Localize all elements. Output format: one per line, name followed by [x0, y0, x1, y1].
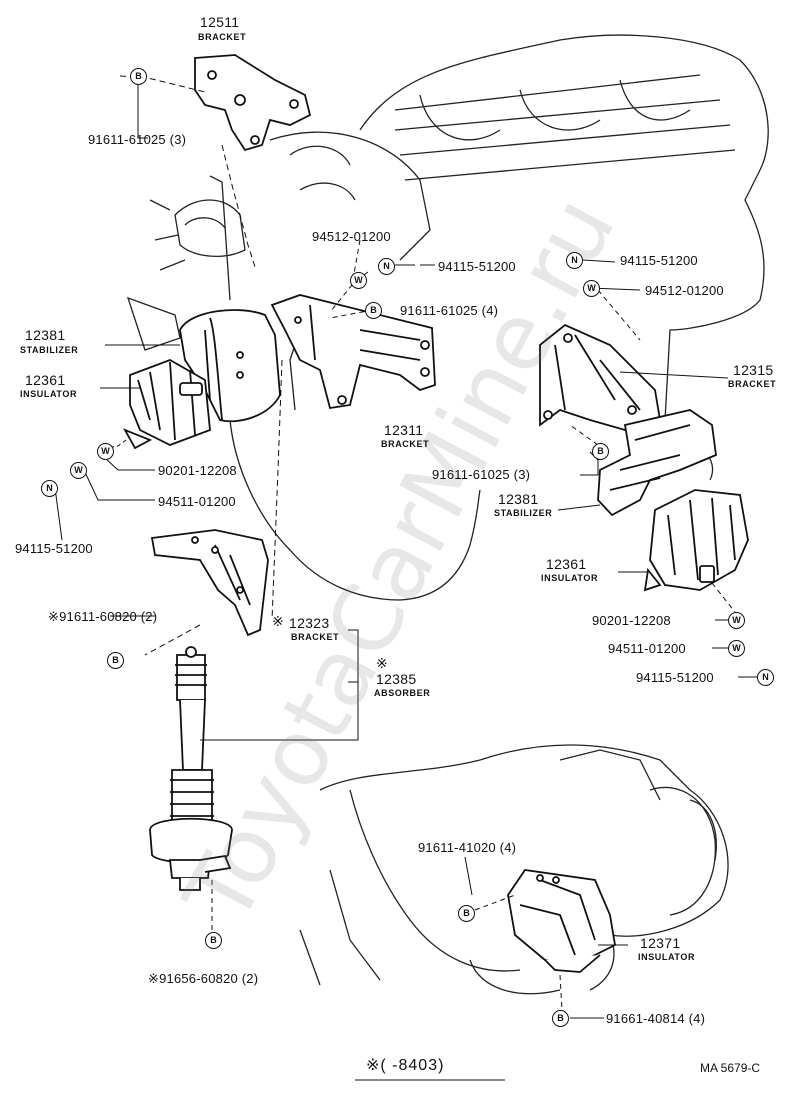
nut-tag-n: N: [566, 252, 583, 269]
part-91611-60820-2: ※91611-60820 (2): [48, 609, 158, 624]
part-91611-61025-4: 91611-61025 (4): [400, 303, 499, 318]
washer-tag-w: W: [728, 612, 745, 629]
insulator-12371-shape: [507, 869, 616, 973]
part-12385-name: ABSORBER: [374, 688, 431, 698]
part-91656-60820-2: ※91656-60820 (2): [148, 971, 259, 986]
part-90201-12208-left: 90201-12208: [158, 463, 237, 478]
engine-block-outline: [126, 34, 769, 601]
bracket-12323-shape: [150, 529, 269, 637]
bracket-12311-shape: [270, 294, 436, 410]
part-12315-name: BRACKET: [728, 379, 777, 389]
transmission-outline: [299, 744, 729, 995]
bracket-12315-shape: [539, 323, 662, 431]
washer-tag-w: W: [350, 272, 367, 289]
bolt-tag-b: B: [130, 68, 147, 85]
footnote-serial-range: ※( -8403): [366, 1057, 445, 1074]
washer-tag-w: W: [97, 443, 114, 460]
stabilizer-12381-right-shape: [597, 409, 717, 517]
part-12381-right-name: STABILIZER: [494, 508, 553, 518]
part-12361-right-name: INSULATOR: [541, 573, 599, 583]
bracket-12511-shape: [194, 54, 312, 152]
figure-code: MA 5679-C: [700, 1061, 761, 1075]
part-94115-51200-left: 94115-51200: [438, 259, 516, 274]
part-94512-01200-right: 94512-01200: [645, 283, 724, 298]
bolt-tag-b: B: [205, 932, 222, 949]
absorber-12385-shape: [149, 646, 233, 891]
part-91611-41020-4: 91611-41020 (4): [418, 840, 517, 855]
bolt-tag-b: B: [107, 652, 124, 669]
bolt-tag-b: B: [458, 905, 475, 922]
part-91611-61025-3-right: 91611-61025 (3): [432, 467, 531, 482]
part-12381-left-name: STABILIZER: [20, 345, 79, 355]
nut-tag-n: N: [378, 258, 395, 275]
part-12311-name: BRACKET: [381, 439, 430, 449]
washer-tag-w: W: [70, 462, 87, 479]
washer-tag-w: W: [583, 280, 600, 297]
part-94115-51200-lower-right: 94115-51200: [636, 670, 714, 685]
washer-tag-w: W: [728, 640, 745, 657]
part-12385-number: 12385: [376, 671, 417, 687]
part-12371-number: 12371: [640, 935, 681, 951]
part-94511-01200-right: 94511-01200: [608, 641, 686, 656]
part-12361-left-number: 12361: [25, 372, 66, 388]
part-12311-number: 12311: [384, 422, 424, 438]
part-12323-number: 12323: [289, 615, 330, 631]
part-94115-51200-right: 94115-51200: [620, 253, 698, 268]
bolt-tag-b: B: [592, 443, 609, 460]
part-12323-name: BRACKET: [291, 632, 340, 642]
nut-tag-n: N: [757, 669, 774, 686]
part-90201-12208-right: 90201-12208: [592, 613, 671, 628]
part-12381-left-number: 12381: [25, 327, 66, 343]
part-12323-mark: ※: [272, 613, 285, 629]
part-12381-right-number: 12381: [498, 491, 539, 507]
part-94512-01200-left: 94512-01200: [312, 229, 391, 244]
part-91661-40814-4: 91661-40814 (4): [606, 1011, 706, 1026]
part-12371-name: INSULATOR: [638, 952, 696, 962]
insulator-12361-right-shape: [643, 489, 749, 592]
part-12385-mark: ※: [376, 655, 389, 671]
bolt-tag-b: B: [552, 1010, 569, 1027]
part-94115-51200-lower-left: 94115-51200: [15, 541, 93, 556]
stabilizer-12381-left-shape: [179, 309, 281, 423]
part-91611-61025-3-top: 91611-61025 (3): [88, 132, 187, 147]
insulator-12361-left-shape: [122, 359, 211, 450]
part-12315-number: 12315: [733, 362, 774, 378]
part-12361-right-number: 12361: [546, 556, 587, 572]
nut-tag-n: N: [41, 480, 58, 497]
bolt-tag-b: B: [365, 302, 382, 319]
part-12511-name: BRACKET: [198, 32, 247, 42]
part-12361-left-name: INSULATOR: [20, 389, 78, 399]
part-12511-number: 12511: [200, 14, 240, 30]
part-94511-01200-left: 94511-01200: [158, 494, 236, 509]
